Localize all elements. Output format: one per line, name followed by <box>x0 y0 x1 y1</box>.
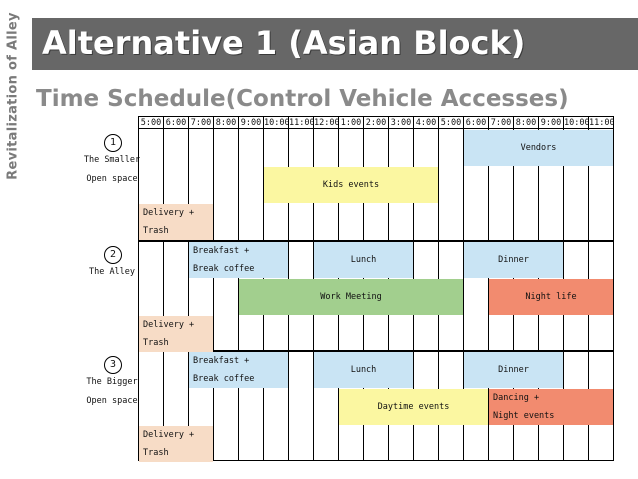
zone-label: The Alley <box>88 267 136 277</box>
event-label: Breakfast + <box>193 355 250 366</box>
event-label: Break coffee <box>193 263 255 274</box>
schedule-event-block: Daytime events <box>339 389 488 425</box>
zone-label: The Bigger <box>86 377 138 387</box>
time-header-cell: 11:00 <box>289 118 313 128</box>
grid-column-line <box>163 116 164 461</box>
schedule-event-block: Delivery + Trash <box>139 426 213 462</box>
event-label: Daytime events <box>377 401 450 412</box>
event-label: Dinner <box>498 254 529 265</box>
grid-column-line <box>238 116 239 461</box>
event-label: Kids events <box>322 179 380 190</box>
schedule-event-block: Lunch <box>314 242 413 278</box>
event-label: Trash <box>143 337 169 348</box>
event-label: Delivery + <box>143 207 195 218</box>
grid-column-line <box>213 116 214 461</box>
event-label: Trash <box>143 225 169 236</box>
schedule-event-block: Breakfast + Break coffee <box>189 352 288 388</box>
time-header-cell: 5:00 <box>440 118 462 128</box>
time-header-cell: 3:00 <box>390 118 412 128</box>
time-header-cell: 8:00 <box>515 118 537 128</box>
schedule-event-block: Kids events <box>264 167 438 203</box>
time-header-cell: 2:00 <box>365 118 387 128</box>
time-header-cell: 6:00 <box>165 118 187 128</box>
schedule-event-block: Dancing + Night events <box>489 389 613 425</box>
schedule-event-block: Dinner <box>464 242 563 278</box>
zone-label: The Smaller <box>83 155 141 165</box>
time-header-cell: 9:00 <box>240 118 262 128</box>
zone-label-line2: Open space <box>86 174 138 184</box>
time-header-cell: 12:00 <box>314 118 338 128</box>
zone-divider <box>138 350 613 352</box>
time-header-cell: 11:00 <box>589 118 613 128</box>
event-label: Delivery + <box>143 429 195 440</box>
time-header-cell: 10:00 <box>564 118 588 128</box>
event-label: Trash <box>143 447 169 458</box>
schedule-event-block: Vendors <box>464 130 613 166</box>
schedule-grid-frame <box>138 116 613 461</box>
time-header-cell: 4:00 <box>415 118 437 128</box>
header-divider <box>138 128 613 129</box>
schedule-event-block: Night life <box>489 279 613 315</box>
event-label: Night events <box>493 410 555 421</box>
event-label: Night life <box>525 291 577 302</box>
event-label: Lunch <box>350 254 377 265</box>
schedule-event-block: Lunch <box>314 352 413 388</box>
zone-number-circle: 3 <box>104 356 122 374</box>
zone-divider <box>138 240 613 242</box>
schedule-event-block: Delivery + Trash <box>139 316 213 352</box>
schedule-event-block: Work Meeting <box>239 279 463 315</box>
time-header-cell: 8:00 <box>215 118 237 128</box>
grid-column-line <box>138 116 139 461</box>
time-header-cell: 9:00 <box>540 118 562 128</box>
grid-column-line <box>463 116 464 461</box>
time-header-cell: 1:00 <box>340 118 362 128</box>
event-label: Dancing + <box>493 392 540 403</box>
event-label: Delivery + <box>143 319 195 330</box>
time-header-cell: 5:00 <box>140 118 162 128</box>
time-header-cell: 7:00 <box>490 118 512 128</box>
page-title: Alternative 1 (Asian Block) <box>42 24 526 62</box>
zone-number-circle: 1 <box>104 134 122 152</box>
zone-number-circle: 2 <box>104 246 122 264</box>
time-header-cell: 10:00 <box>264 118 288 128</box>
event-label: Dinner <box>498 364 529 375</box>
event-label: Break coffee <box>193 373 255 384</box>
schedule-event-block: Delivery + Trash <box>139 204 213 240</box>
grid-column-line <box>188 116 189 461</box>
schedule-event-block: Dinner <box>464 352 563 388</box>
grid-column-line <box>613 116 614 461</box>
event-label: Vendors <box>520 142 557 153</box>
time-header-cell: 7:00 <box>190 118 212 128</box>
time-header-cell: 6:00 <box>465 118 487 128</box>
title-bar: Alternative 1 (Asian Block) <box>32 18 638 70</box>
page-subtitle: Time Schedule(Control Vehicle Accesses) <box>36 86 569 112</box>
event-label: Breakfast + <box>193 245 250 256</box>
event-label: Lunch <box>350 364 377 375</box>
grid-column-line <box>488 116 489 461</box>
event-label: Work Meeting <box>320 291 382 302</box>
schedule-event-block: Breakfast + Break coffee <box>189 242 288 278</box>
zone-label-line2: Open space <box>86 396 138 406</box>
